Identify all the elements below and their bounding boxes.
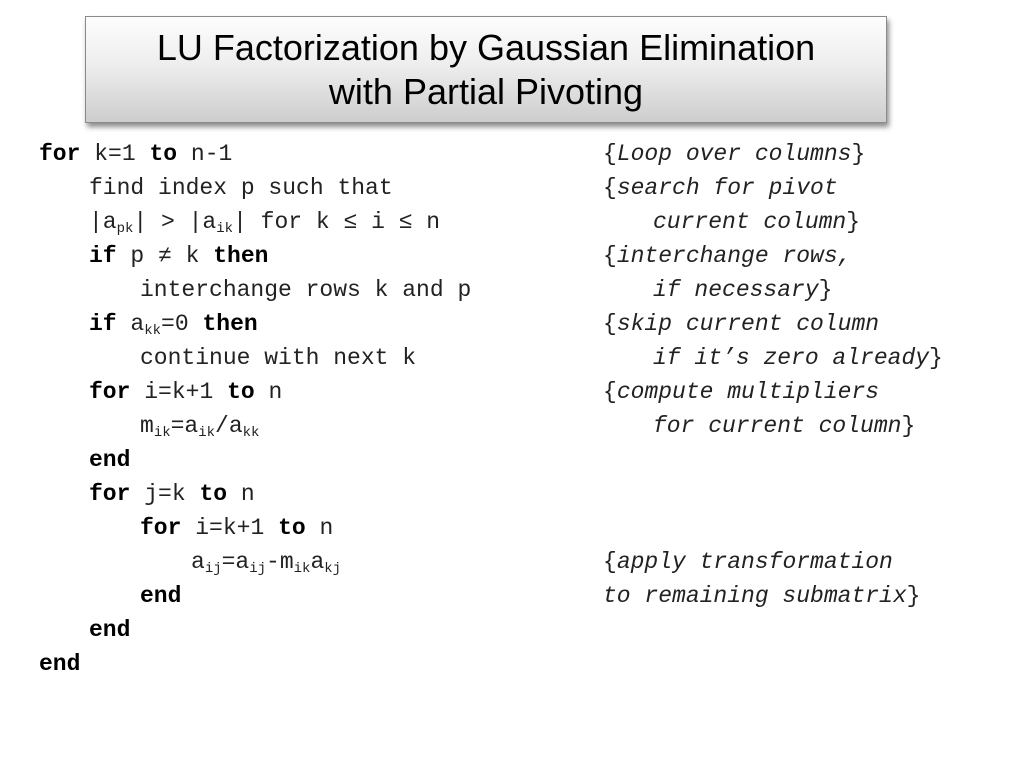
code-line-12: for i=k+1 to n	[140, 515, 334, 541]
code-line-1: for k=1 to n-1 {Loop over columns}	[39, 137, 1019, 171]
title-line-2: with Partial Pivoting	[328, 70, 644, 112]
code-line-13: aij=aij-mikakj {apply transformation	[39, 545, 1019, 579]
comment-compute-multipliers: {compute multipliers	[603, 379, 880, 405]
code-line-7: continue with next k if it’s zero alread…	[39, 341, 1019, 375]
code-line-2: find index p such that {search for pivot	[39, 171, 1019, 205]
comment-current-column: current column}	[653, 209, 861, 235]
code-line-9: mik=aik/akk for current column}	[39, 409, 1019, 443]
code-line-5: interchange rows k and p if necessary}	[39, 273, 1019, 307]
code-line-6: if akk=0 then {skip current column	[39, 307, 1019, 341]
comment-search-pivot: {search for pivot	[603, 175, 838, 201]
title-line-1: LU Factorization by Gaussian Elimination	[156, 26, 816, 68]
code-line-16: end	[39, 651, 81, 677]
comment-if-necessary: if necessary}	[653, 277, 833, 303]
comment-interchange-rows: {interchange rows,	[603, 243, 852, 269]
comment-zero-already: if it’s zero already}	[653, 345, 943, 371]
comment-skip-column: {skip current column	[603, 311, 880, 337]
slide-title: LU Factorization by Gaussian Elimination…	[85, 16, 887, 123]
comment-for-current-column: for current column}	[653, 413, 916, 439]
pseudocode-block: for k=1 to n-1 {Loop over columns} find …	[39, 137, 1019, 681]
comment-apply-transformation: {apply transformation	[603, 549, 893, 575]
code-line-15: end	[89, 617, 131, 643]
code-line-4: if p ≠ k then {interchange rows,	[39, 239, 1019, 273]
keyword-for: for	[39, 141, 81, 167]
keyword-to: to	[149, 141, 178, 167]
code-line-11: for j=k to n	[89, 481, 255, 507]
code-line-14: end to remaining submatrix}	[39, 579, 1019, 613]
code-line-8: for i=k+1 to n {compute multipliers	[39, 375, 1019, 409]
comment-remaining-submatrix: to remaining submatrix}	[603, 583, 921, 609]
comment-loop-over-columns: {Loop over columns}	[603, 141, 866, 167]
code-line-10: end	[89, 447, 131, 473]
code-line-3: |apk| > |aik| for k ≤ i ≤ n current colu…	[39, 205, 1019, 239]
